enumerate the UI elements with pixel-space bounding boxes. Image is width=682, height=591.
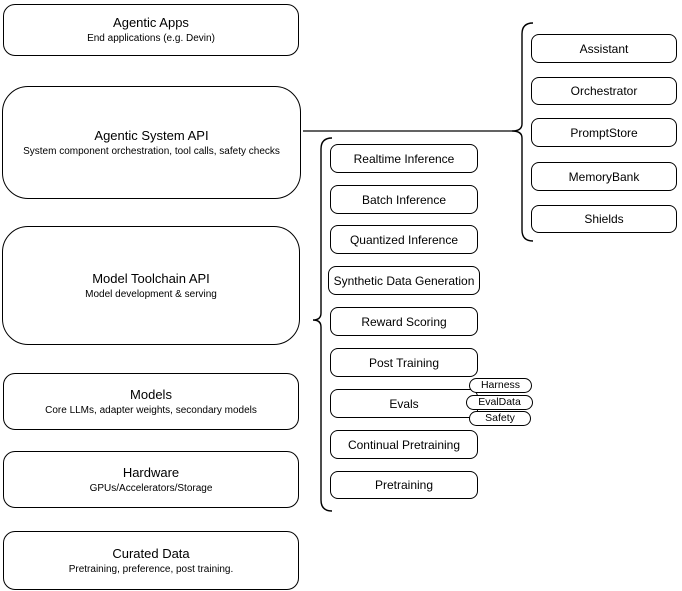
node-subtitle: System component orchestration, tool cal… <box>23 145 280 157</box>
node-subtitle: GPUs/Accelerators/Storage <box>89 482 213 494</box>
node-subtitle: Core LLMs, adapter weights, secondary mo… <box>45 404 257 416</box>
diagram-node-reward-scoring: Reward Scoring <box>330 307 478 336</box>
diagram-node-quantized-inference: Quantized Inference <box>330 225 478 254</box>
node-subtitle: End applications (e.g. Devin) <box>87 33 215 44</box>
diagram-node-synthetic-data-generation: Synthetic Data Generation <box>328 266 480 295</box>
diagram-tag-evaldata: EvalData <box>466 395 533 410</box>
node-title: Models <box>130 386 172 402</box>
diagram-node-agentic-apps: Agentic Apps End applications (e.g. Devi… <box>3 4 299 56</box>
node-title: Agentic System API <box>94 127 209 143</box>
diagram-node-models: Models Core LLMs, adapter weights, secon… <box>3 373 299 430</box>
diagram-node-realtime-inference: Realtime Inference <box>330 144 478 173</box>
diagram-node-evals: Evals <box>330 389 478 418</box>
node-subtitle: Model development & serving <box>85 288 217 300</box>
diagram-node-memorybank: MemoryBank <box>531 162 677 191</box>
node-title: Agentic Apps <box>113 15 189 30</box>
diagram-node-batch-inference: Batch Inference <box>330 185 478 214</box>
diagram-node-assistant: Assistant <box>531 34 677 63</box>
diagram-node-pretraining: Pretraining <box>330 471 478 499</box>
diagram-node-shields: Shields <box>531 205 677 233</box>
node-subtitle: Pretraining, preference, post training. <box>68 563 234 575</box>
node-title: Model Toolchain API <box>92 270 210 286</box>
diagram-node-hardware: Hardware GPUs/Accelerators/Storage <box>3 451 299 508</box>
diagram-node-model-toolchain-api: Model Toolchain API Model development & … <box>2 226 300 345</box>
diagram-node-curated-data: Curated Data Pretraining, preference, po… <box>3 531 299 590</box>
diagram-node-orchestrator: Orchestrator <box>531 77 677 105</box>
diagram-tag-safety: Safety <box>469 411 531 426</box>
diagram-node-continual-pretraining: Continual Pretraining <box>330 430 478 459</box>
diagram-node-post-training: Post Training <box>330 348 478 377</box>
node-title: Curated Data <box>112 545 190 561</box>
diagram-node-promptstore: PromptStore <box>531 118 677 147</box>
node-title: Hardware <box>122 464 180 480</box>
diagram-node-agentic-system-api: Agentic System API System component orch… <box>2 86 301 199</box>
system-group-brace <box>511 22 534 242</box>
diagram-tag-harness: Harness <box>469 378 532 393</box>
